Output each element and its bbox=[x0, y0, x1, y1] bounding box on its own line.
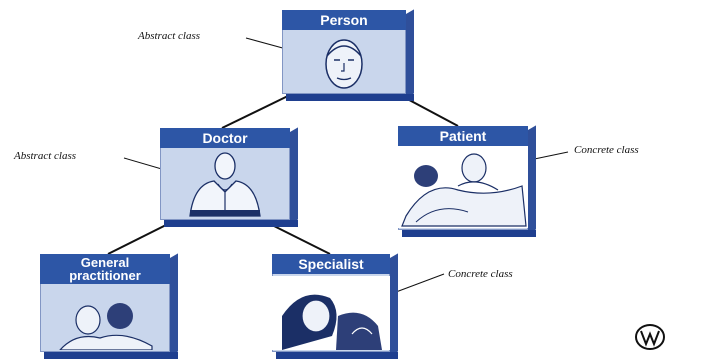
edge-person-doctor bbox=[221, 93, 293, 129]
wiley-logo-icon bbox=[635, 324, 665, 350]
doctor-annotation: Abstract class bbox=[14, 150, 77, 162]
specialist-scene-icon bbox=[272, 276, 390, 350]
general-practitioner-class-box: General practitioner bbox=[40, 253, 178, 359]
doctor-class-box: Doctor bbox=[160, 127, 298, 227]
person-title: Person bbox=[282, 10, 406, 30]
person-face-icon bbox=[325, 39, 363, 89]
patient-title: Patient bbox=[398, 126, 528, 146]
patient-class-box: Patient bbox=[398, 125, 536, 237]
specialist-annotation: Concrete class bbox=[448, 268, 513, 280]
specialist-class-box: Specialist bbox=[272, 253, 398, 359]
general-practitioner-scene-icon bbox=[59, 303, 153, 350]
general-practitioner-title: General practitioner bbox=[40, 254, 170, 284]
doctor-figure-icon bbox=[189, 152, 261, 217]
patient-scene-icon bbox=[398, 146, 528, 228]
patient-annotation: Concrete class bbox=[574, 144, 639, 156]
specialist-title: Specialist bbox=[272, 254, 390, 274]
person-class-box: Person bbox=[282, 9, 414, 101]
person-annotation: Abstract class bbox=[138, 30, 201, 42]
leader-specialist bbox=[395, 273, 445, 293]
doctor-title: Doctor bbox=[160, 128, 290, 148]
